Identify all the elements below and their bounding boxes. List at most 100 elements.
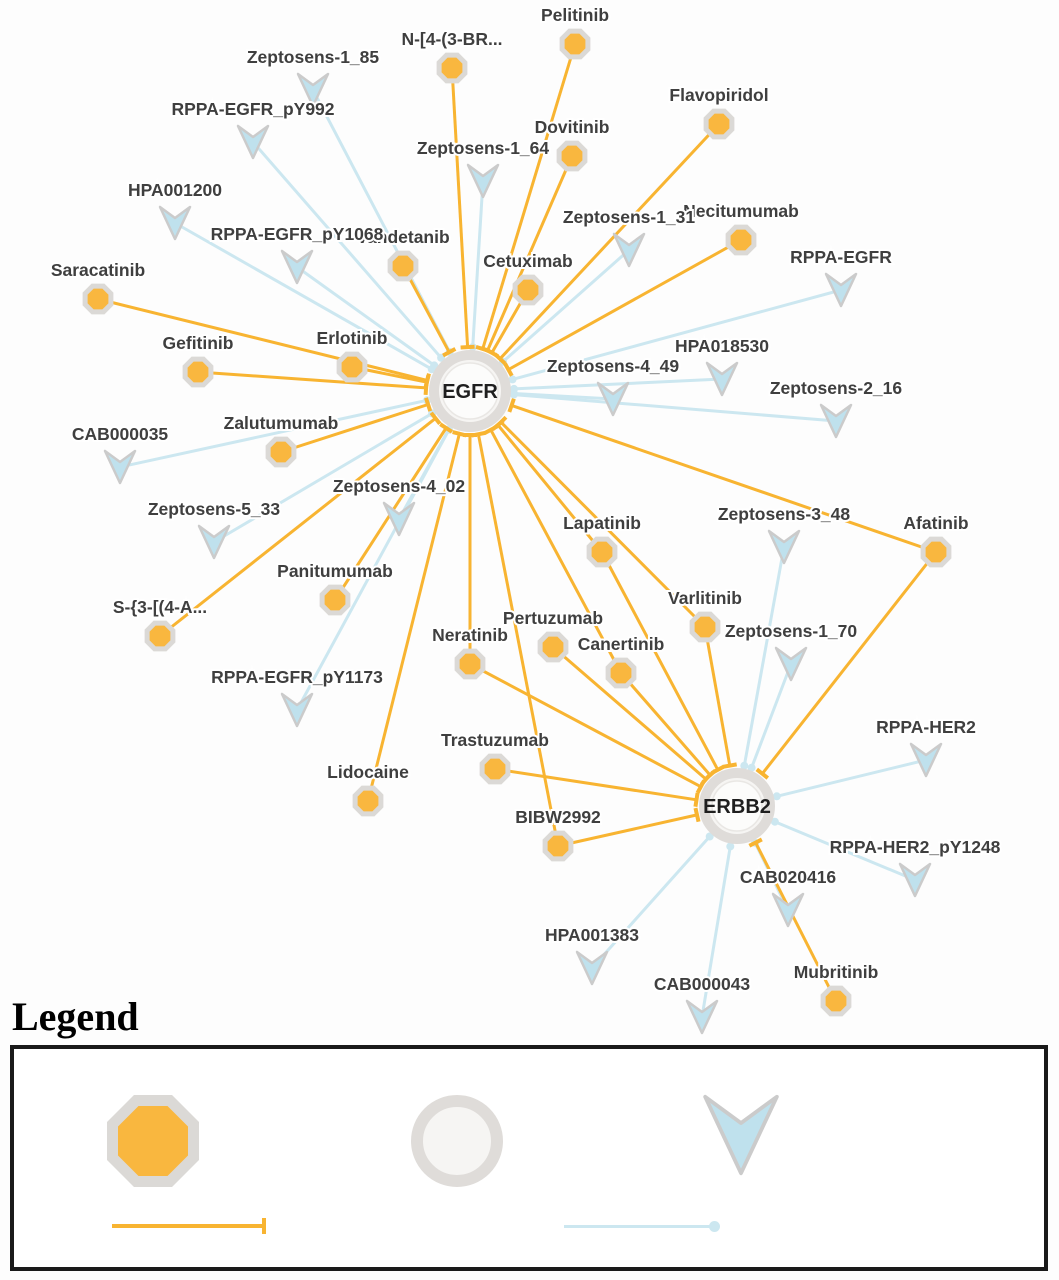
drug-node-neratinib[interactable] (454, 648, 486, 680)
node-label-flavopiridol: Flavopiridol (669, 85, 768, 105)
node-layer (82, 28, 952, 1035)
antibody-node-cab020416[interactable] (771, 892, 805, 928)
antibody-node-zeptosens-2-16[interactable] (819, 403, 853, 439)
node-label-saracatinib: Saracatinib (51, 260, 145, 280)
drug-node-afatinib[interactable] (920, 536, 952, 568)
node-label-rppa-her2-py1248: RPPA-HER2_pY1248 (830, 837, 1001, 857)
drug-node-n-4-3-br[interactable] (436, 52, 468, 84)
node-label-zeptosens-1-64: Zeptosens-1_64 (417, 138, 550, 158)
node-label-zeptosens-1-85: Zeptosens-1_85 (247, 47, 380, 67)
node-label-cetuximab: Cetuximab (483, 251, 572, 271)
drug-node-bibw2992[interactable] (542, 830, 574, 862)
antibody-target-edge-hpa001383-erbb2 (590, 832, 714, 970)
drug-node-pertuzumab[interactable] (537, 631, 569, 663)
node-label-rppa-egfr: RPPA-EGFR (790, 247, 892, 267)
drug-node-necitumumab[interactable] (725, 224, 757, 256)
node-label-zeptosens-5-33: Zeptosens-5_33 (148, 499, 281, 519)
antibody-node-zeptosens-1-64[interactable] (466, 163, 500, 199)
antibody-target-edge-rppa-egfr-egfr (508, 288, 842, 384)
antibody-target-edge-rppa-her2-erbb2 (772, 758, 927, 801)
legend-drug-target-edge-sample (112, 1218, 266, 1234)
antibody-node-rppa-egfr-py1173[interactable] (280, 692, 314, 728)
antibody-target-edge-rppa-egfr-py992-egfr (251, 141, 446, 362)
node-label-zeptosens-1-70: Zeptosens-1_70 (725, 621, 858, 641)
drug-target-edge-canertinib-erbb2 (619, 672, 717, 782)
antibody-node-rppa-egfr[interactable] (824, 272, 858, 308)
antibody-target-edge-zeptosens-5-33-egfr (213, 409, 437, 544)
drug-node-zalutumumab[interactable] (265, 436, 297, 468)
drug-node-flavopiridol[interactable] (703, 108, 735, 140)
antibody-target-edge-hpa018530-egfr (510, 377, 723, 393)
node-label-zeptosens-1-31: Zeptosens-1_31 (563, 207, 696, 227)
antibody-node-rppa-egfr-py1068[interactable] (280, 249, 314, 285)
antibody-node-zeptosens-1-85[interactable] (296, 72, 330, 108)
antibody-node-cab000035[interactable] (103, 449, 137, 485)
drug-node-lidocaine[interactable] (352, 785, 384, 817)
drug-node-gefitinib[interactable] (182, 356, 214, 388)
edge-layer (97, 43, 938, 1018)
node-label-afatinib: Afatinib (903, 513, 968, 533)
drug-target-edge-zalutumumab-egfr (280, 397, 433, 454)
drug-node-panitumumab[interactable] (319, 584, 351, 616)
node-label-zeptosens-3-48: Zeptosens-3_48 (718, 504, 851, 524)
node-label-lapatinib: Lapatinib (563, 513, 641, 533)
antibody-node-zeptosens-4-02[interactable] (382, 501, 416, 537)
drug-node-varlitinib[interactable] (689, 611, 721, 643)
drug-node-pelitinib[interactable] (559, 28, 591, 60)
antibody-target-edge-cab000035-egfr (119, 396, 431, 469)
drug-target-edge-dovitinib-egfr (480, 155, 574, 356)
drug-node-erlotinib[interactable] (336, 351, 368, 383)
node-label-rppa-egfr-py1068: RPPA-EGFR_pY1068 (211, 224, 384, 244)
antibody-target-edge-zeptosens-3-48-erbb2 (740, 546, 786, 770)
drug-node-mubritinib[interactable] (820, 985, 852, 1017)
node-label-zeptosens-4-02: Zeptosens-4_02 (333, 476, 466, 496)
antibody-node-zeptosens-3-48[interactable] (767, 529, 801, 565)
node-label-n-4-3-br: N-[4-(3-BR... (401, 29, 502, 49)
node-label-rppa-egfr-py1173: RPPA-EGFR_pY1173 (211, 667, 383, 687)
drug-target-edge-neratinib-erbb2 (469, 662, 706, 794)
antibody-node-zeptosens-1-31[interactable] (612, 232, 646, 268)
drug-target-edge-lapatinib-egfr (491, 419, 604, 553)
antibody-node-zeptosens-1-70[interactable] (774, 646, 808, 682)
antibody-node-hpa001200[interactable] (158, 205, 192, 241)
drug-node-cetuximab[interactable] (512, 274, 544, 306)
antibody-node-rppa-her2-py1248[interactable] (898, 862, 932, 898)
drug-node-canertinib[interactable] (605, 657, 637, 689)
antibody-target-edge-hpa001200-egfr (174, 221, 436, 374)
node-label-vandetanib: Vandetanib (356, 227, 449, 247)
node-label-zeptosens-4-49: Zeptosens-4_49 (547, 356, 680, 376)
antibody-node-zeptosens-5-33[interactable] (197, 524, 231, 560)
antibody-node-cab000043[interactable] (685, 999, 719, 1035)
legend-antibody-target-edge-sample (564, 1221, 720, 1232)
node-label-erlotinib: Erlotinib (317, 328, 388, 348)
node-label-bibw2992: BIBW2992 (515, 807, 601, 827)
antibody-node-rppa-egfr-py992[interactable] (236, 124, 270, 160)
antibody-target-edge-zeptosens-1-31-egfr (498, 248, 630, 366)
drug-target-edge-lidocaine-egfr (366, 430, 467, 802)
antibody-node-hpa018530[interactable] (705, 361, 739, 397)
antibody-target-edge-zeptosens-2-16-egfr (509, 390, 837, 423)
antibody-node-hpa001383[interactable] (575, 950, 609, 986)
drug-node-dovitinib[interactable] (556, 140, 588, 172)
node-label-s-3-4-a: S-{3-[(4-A... (113, 597, 207, 617)
antibody-node-rppa-her2[interactable] (909, 742, 943, 778)
drug-node-s-3-4-a[interactable] (144, 620, 176, 652)
drug-target-edge-varlitinib-erbb2 (703, 626, 738, 769)
node-label-cab000035: CAB000035 (72, 424, 169, 444)
node-label-hpa018530: HPA018530 (675, 336, 769, 356)
drug-node-lapatinib[interactable] (586, 536, 618, 568)
antibody-node-zeptosens-4-49[interactable] (596, 381, 630, 417)
drug-node-vandetanib[interactable] (387, 250, 419, 282)
node-label-varlitinib: Varlitinib (668, 588, 742, 608)
drug-node-trastuzumab[interactable] (479, 753, 511, 785)
drug-node-saracatinib[interactable] (82, 283, 114, 315)
drug-target-edge-pertuzumab-erbb2 (552, 645, 713, 786)
node-label-trastuzumab: Trastuzumab (441, 730, 549, 750)
legend-gene-node-icon (411, 1095, 503, 1187)
drug-target-edge-n-4-3-br-egfr (450, 67, 475, 350)
antibody-target-edge-zeptosens-1-70-erbb2 (747, 663, 793, 772)
drug-target-edge-vandetanib-egfr (401, 265, 457, 358)
drug-target-edge-bibw2992-erbb2 (557, 807, 701, 848)
